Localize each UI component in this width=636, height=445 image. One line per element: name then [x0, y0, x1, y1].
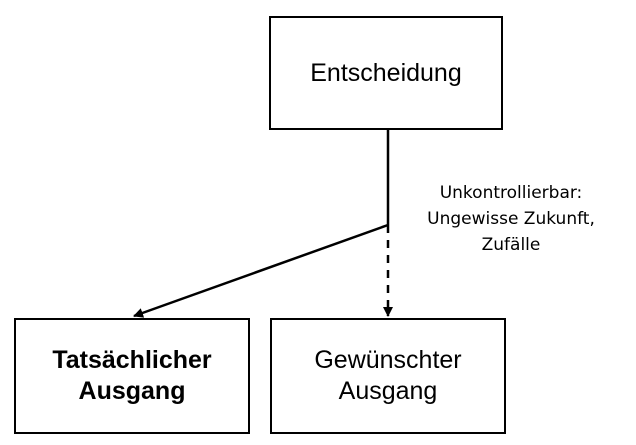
desired-outcome-label: Gewünschter Ausgang: [314, 346, 462, 405]
decision-label: Entscheidung: [310, 58, 462, 87]
actual-outcome-label: Tatsächlicher Ausgang: [52, 346, 212, 405]
annotation-line-3: Zufälle: [481, 235, 541, 255]
arrow-to-actual-outcome: [133, 223, 389, 318]
uncontrollable-annotation: Unkontrollierbar: Ungewisse Zukunft, Zuf…: [406, 180, 616, 258]
annotation-line-2: Ungewisse Zukunft,: [427, 209, 595, 229]
desired-outcome-box: Gewünschter Ausgang: [270, 318, 506, 434]
decision-box: Entscheidung: [269, 16, 503, 130]
actual-outcome-box: Tatsächlicher Ausgang: [14, 318, 250, 434]
annotation-line-1: Unkontrollierbar:: [439, 183, 583, 203]
